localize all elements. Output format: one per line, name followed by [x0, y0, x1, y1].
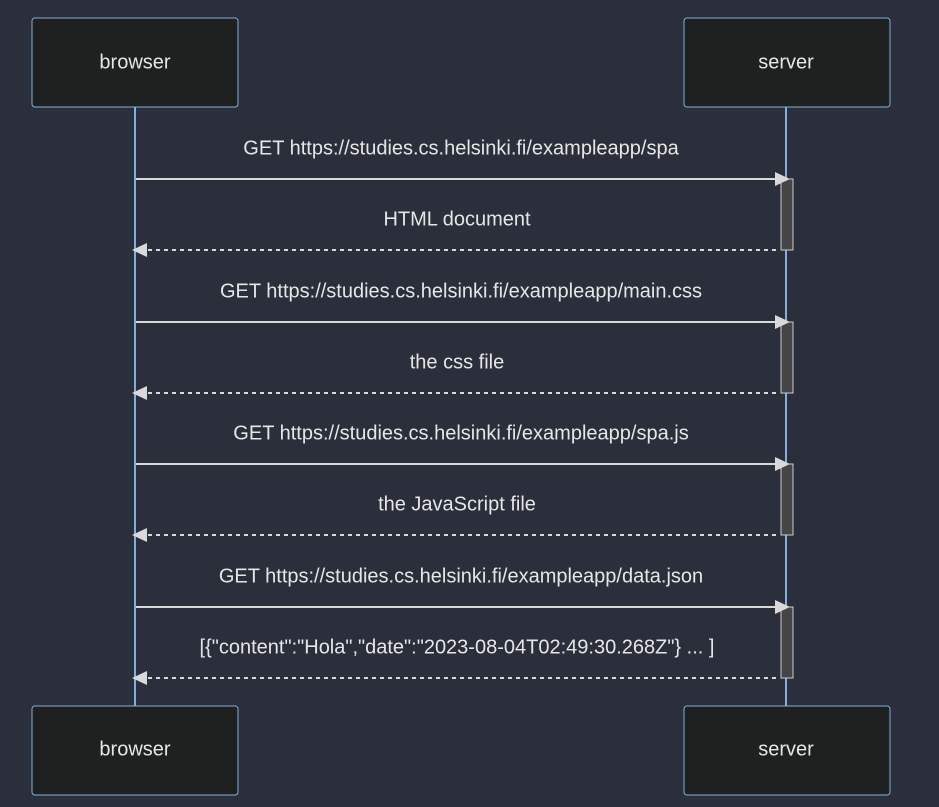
message-response-javascript: the JavaScript file	[132, 493, 780, 542]
actor-label: server	[758, 51, 814, 73]
actor-label: browser	[99, 51, 170, 73]
message-response-json: [{"content":"Hola","date":"2023-08-04T02…	[132, 636, 780, 685]
actor-label: browser	[99, 738, 170, 760]
arrow-right-icon	[775, 457, 790, 471]
message-request-data-json: GET https://studies.cs.helsinki.fi/examp…	[136, 565, 790, 614]
message-response-css: the css file	[132, 351, 780, 400]
actor-browser-bottom: browser	[31, 705, 239, 796]
arrow-right-icon	[775, 600, 790, 614]
message-response-html: HTML document	[132, 208, 780, 257]
arrow-left-icon	[132, 386, 147, 400]
arrow-right-icon	[775, 315, 790, 329]
message-request-spa-js: GET https://studies.cs.helsinki.fi/examp…	[136, 422, 790, 471]
server-activation-2	[780, 321, 794, 394]
message-label: [{"content":"Hola","date":"2023-08-04T02…	[200, 636, 715, 658]
message-request-spa: GET https://studies.cs.helsinki.fi/examp…	[136, 137, 790, 186]
message-label: GET https://studies.cs.helsinki.fi/examp…	[220, 280, 702, 302]
message-label: HTML document	[383, 208, 531, 230]
message-label: GET https://studies.cs.helsinki.fi/examp…	[243, 137, 679, 159]
server-activation-1	[780, 178, 794, 251]
arrow-left-icon	[132, 243, 147, 257]
actor-browser-top: browser	[31, 17, 239, 108]
message-label: GET https://studies.cs.helsinki.fi/examp…	[219, 565, 703, 587]
server-activation-3	[780, 463, 794, 536]
arrow-left-icon	[132, 528, 147, 542]
arrow-left-icon	[132, 671, 147, 685]
actor-label: server	[758, 738, 814, 760]
arrow-right-icon	[775, 172, 790, 186]
message-label: the JavaScript file	[378, 493, 536, 515]
server-activation-4	[780, 606, 794, 679]
message-label: the css file	[410, 351, 504, 373]
message-request-main-css: GET https://studies.cs.helsinki.fi/examp…	[136, 280, 790, 329]
message-label: GET https://studies.cs.helsinki.fi/examp…	[233, 422, 688, 444]
actor-server-top: server	[683, 17, 891, 108]
actor-server-bottom: server	[683, 705, 891, 796]
